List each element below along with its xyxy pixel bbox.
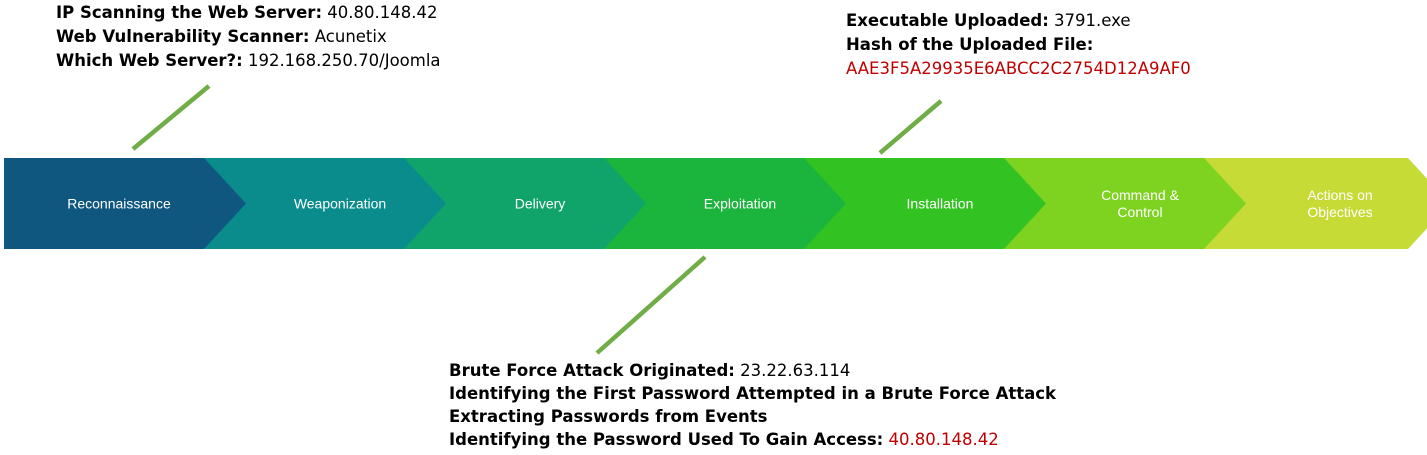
ip-scanning-label: IP Scanning the Web Server: (56, 3, 323, 22)
hash-value: AAE3F5A29935E6ABCC2C2754D12A9AF0 (846, 59, 1191, 78)
stage-label: Control (1117, 204, 1162, 220)
brute-force-origin-value: 23.22.63.114 (734, 361, 851, 380)
scanner-value: Acunetix (309, 27, 387, 46)
stage-chevron (4, 158, 250, 249)
reconnaissance-note: IP Scanning the Web Server: 40.80.148.42… (56, 1, 441, 73)
executable-value: 3791.exe (1048, 11, 1131, 30)
brute-force-origin-line: Brute Force Attack Originated: 23.22.63.… (449, 359, 1056, 382)
executable-line: Executable Uploaded: 3791.exe (846, 9, 1191, 33)
ip-scanning-value: 40.80.148.42 (322, 3, 438, 22)
stage-label: Weaponization (294, 196, 386, 212)
stage-label: Delivery (515, 196, 566, 212)
stage-label: Command & (1101, 187, 1179, 203)
exploitation-connector-line (595, 255, 707, 355)
stage-chevron (604, 158, 850, 249)
access-password-label: Identifying the Password Used To Gain Ac… (449, 430, 884, 449)
stage-5: Command &Control (1004, 158, 1250, 249)
hash-label: Hash of the Uploaded File: (846, 35, 1094, 54)
stage-chevron (404, 158, 650, 249)
stage-1: Weaponization (204, 158, 450, 249)
web-server-line: Which Web Server?: 192.168.250.70/Joomla (56, 49, 441, 73)
scanner-label: Web Vulnerability Scanner: (56, 27, 310, 46)
access-password-value: 40.80.148.42 (883, 430, 999, 449)
brute-force-origin-label: Brute Force Attack Originated: (449, 361, 735, 380)
first-password-line: Identifying the First Password Attempted… (449, 382, 1056, 405)
stage-chevron (1204, 158, 1427, 249)
stage-chevron (204, 158, 450, 249)
extracting-passwords-line: Extracting Passwords from Events (449, 405, 1056, 428)
stage-label: Installation (907, 196, 974, 212)
stage-label: Actions on (1307, 187, 1372, 203)
stage-label: Exploitation (704, 196, 776, 212)
scanner-line: Web Vulnerability Scanner: Acunetix (56, 25, 441, 49)
stage-label: Reconnaissance (67, 196, 171, 212)
hash-line: Hash of the Uploaded File: (846, 33, 1191, 57)
access-password-line: Identifying the Password Used To Gain Ac… (449, 428, 1056, 451)
stage-3: Exploitation (604, 158, 850, 249)
stage-chevron (804, 158, 1050, 249)
first-password-label: Identifying the First Password Attempted… (449, 384, 1057, 403)
stage-2: Delivery (404, 158, 650, 249)
installation-note: Executable Uploaded: 3791.exe Hash of th… (846, 9, 1191, 81)
stage-label: Objectives (1307, 204, 1372, 220)
executable-label: Executable Uploaded: (846, 11, 1049, 30)
stage-0: Reconnaissance (4, 158, 250, 249)
web-server-value: 192.168.250.70/Joomla (242, 51, 441, 70)
recon-connector-line (131, 84, 211, 151)
stage-chevron (1004, 158, 1250, 249)
installation-connector-line (878, 99, 943, 155)
web-server-label: Which Web Server?: (56, 51, 243, 70)
ip-scanning-line: IP Scanning the Web Server: 40.80.148.42 (56, 1, 441, 25)
stage-4: Installation (804, 158, 1050, 249)
extracting-passwords-label: Extracting Passwords from Events (449, 407, 768, 426)
exploitation-note: Brute Force Attack Originated: 23.22.63.… (449, 359, 1056, 451)
